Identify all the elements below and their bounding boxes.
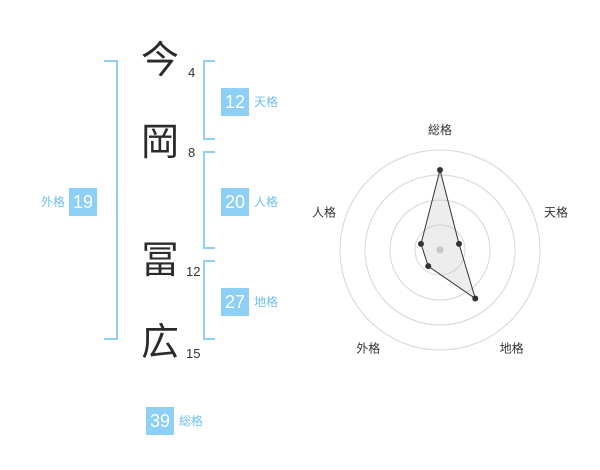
soukaku-label: 総格 xyxy=(179,414,204,428)
radar-ring-3 xyxy=(364,174,516,326)
name-char-3: 冨 xyxy=(140,238,179,282)
radar-point-4 xyxy=(425,263,432,270)
chikaku-value: 27 xyxy=(221,288,249,316)
chikaku-bracket xyxy=(203,260,215,340)
gaikaku-value: 19 xyxy=(69,188,98,216)
radar-point-5 xyxy=(417,240,424,247)
radar-axis-label-4: 外格 xyxy=(356,341,380,356)
name-char-2: 岡 xyxy=(140,120,179,164)
radar-ring-4 xyxy=(339,149,541,351)
chikaku-badge: 27 地格 xyxy=(221,288,278,316)
tenkaku-label: 天格 xyxy=(254,95,279,109)
radar-center-dot xyxy=(436,246,444,254)
radar-axis-label-5: 人格 xyxy=(312,204,336,219)
gaikaku-badge: 外格 19 xyxy=(41,188,98,216)
gaikaku-label: 外格 xyxy=(41,195,66,209)
stroke-count-4: 15 xyxy=(186,346,201,361)
stroke-count-2: 8 xyxy=(188,145,196,160)
radar-ring-1 xyxy=(414,224,466,276)
soukaku-badge: 39 総格 xyxy=(146,407,203,435)
radar-axis-label-3: 地格 xyxy=(500,341,524,356)
tenkaku-value: 12 xyxy=(221,88,249,116)
radar-value-polygon xyxy=(420,169,477,300)
chikaku-label: 地格 xyxy=(254,295,279,309)
jinkaku-badge: 20 人格 xyxy=(221,188,278,216)
jinkaku-label: 人格 xyxy=(254,195,279,209)
stroke-count-3: 12 xyxy=(186,264,201,279)
jinkaku-bracket xyxy=(203,151,215,249)
tenkaku-badge: 12 天格 xyxy=(221,88,278,116)
name-char-4: 広 xyxy=(140,320,179,364)
jinkaku-value: 20 xyxy=(221,188,249,216)
radar-point-2 xyxy=(456,240,463,247)
radar-axis-label-2: 天格 xyxy=(544,204,568,219)
radar-point-3 xyxy=(472,295,479,302)
tenkaku-bracket xyxy=(203,60,215,140)
radar-ring-2 xyxy=(389,199,491,301)
gaikaku-bracket xyxy=(104,60,118,340)
radar-axis-label-1: 総格 xyxy=(428,122,452,137)
radar-point-1 xyxy=(437,167,443,173)
soukaku-value: 39 xyxy=(146,407,174,435)
name-char-1: 今 xyxy=(140,38,179,82)
stroke-count-1: 4 xyxy=(188,65,196,80)
